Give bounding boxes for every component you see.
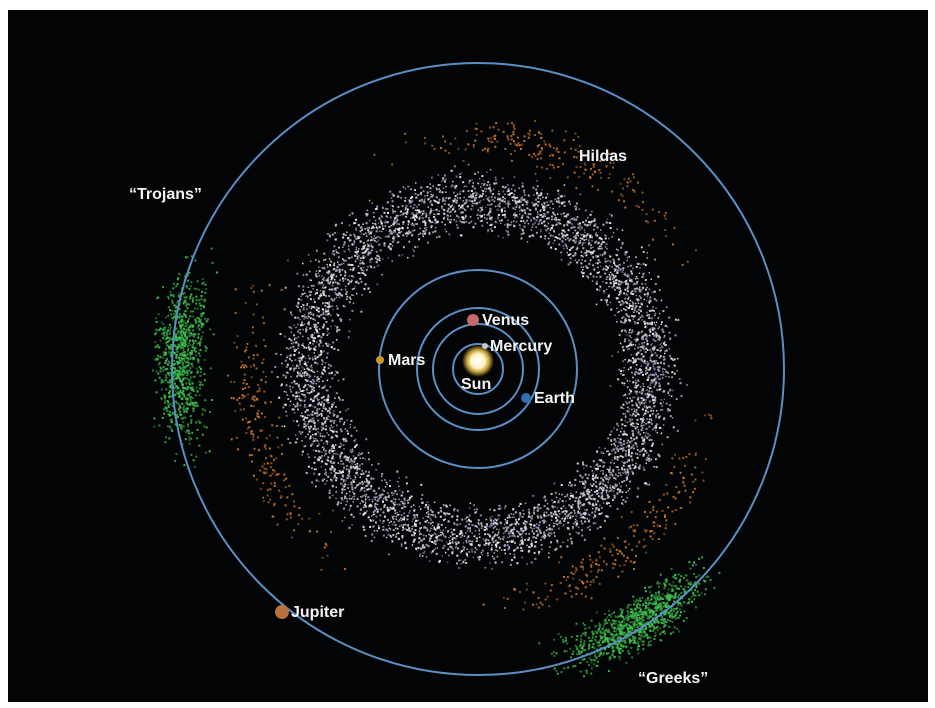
sun-label: Sun [461, 376, 491, 393]
greeks-label: “Greeks” [638, 670, 708, 687]
main-asteroid-belt [271, 163, 688, 570]
solar-system-scene: Sun Mercury Venus Earth Mars Jupiter Hil… [8, 10, 928, 702]
earth-planet-icon [521, 393, 531, 403]
asteroid-belt-diagram: Sun Mercury Venus Earth Mars Jupiter Hil… [8, 10, 928, 702]
mars-planet-icon [376, 356, 384, 364]
hildas-label: Hildas [579, 148, 627, 165]
sun-icon [462, 345, 494, 377]
greeks-group [538, 556, 721, 678]
mercury-planet-icon [482, 343, 488, 349]
hildas-group [227, 120, 713, 611]
mercury-label: Mercury [490, 338, 552, 355]
mars-label: Mars [388, 352, 425, 369]
venus-label: Venus [482, 312, 529, 329]
earth-label: Earth [534, 390, 575, 407]
jupiter-orbit [171, 62, 785, 676]
venus-planet-icon [467, 314, 479, 326]
mercury-orbit [452, 343, 504, 395]
jupiter-planet-icon [275, 605, 289, 619]
earth-orbit [416, 307, 540, 431]
trojans-label: “Trojans” [129, 186, 202, 203]
venus-orbit [432, 323, 524, 415]
jupiter-label: Jupiter [291, 604, 344, 621]
mars-orbit [378, 269, 578, 469]
